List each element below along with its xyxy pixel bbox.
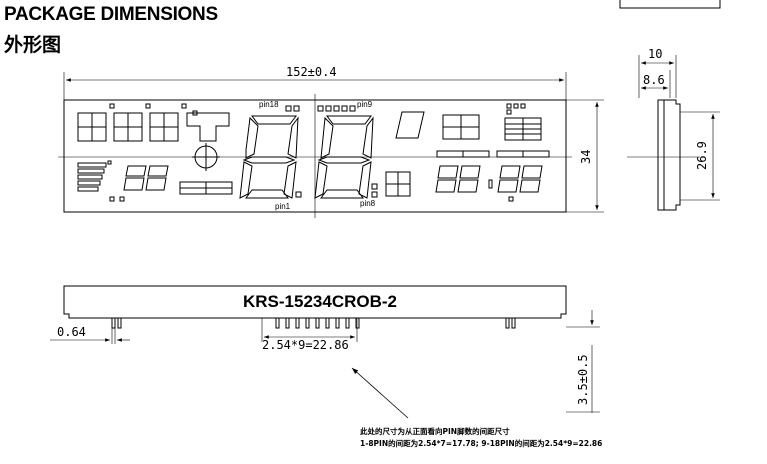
pin-length-label: 3.5±0.5 [576,354,590,405]
side-height-label: 26.9 [695,141,709,170]
overall-width-label: 152±0.4 [286,65,337,79]
pins [111,317,516,329]
note-line-2: 1-8PIN的间距为2.54*7=17.78; 9-18PIN的间距为2.54*… [360,439,603,448]
model-number: KRS-15234CROB-2 [243,292,397,311]
pin-pitch-label: 2.54*9=22.86 [262,338,349,352]
front-view [58,72,604,218]
depth-inner-label: 8.6 [643,73,665,87]
pin9-label: pin9 [357,100,373,109]
page-subtitle: 外形图 [4,34,62,56]
bottom-view [50,285,600,419]
note-line-1: 此处的尺寸为从正面看向PIN脚数的间距尺寸 [360,427,510,436]
pin18-label: pin18 [259,100,279,109]
pin1-label: pin1 [275,202,291,211]
page-title: PACKAGE DIMENSIONS [4,4,218,25]
overall-height-label: 34 [579,150,593,164]
side-view [627,55,720,211]
title-block-corner [619,0,721,9]
depth-outer-label: 10 [648,47,662,61]
pin8-label: pin8 [360,199,376,208]
pin-width-label: 0.64 [57,325,86,339]
